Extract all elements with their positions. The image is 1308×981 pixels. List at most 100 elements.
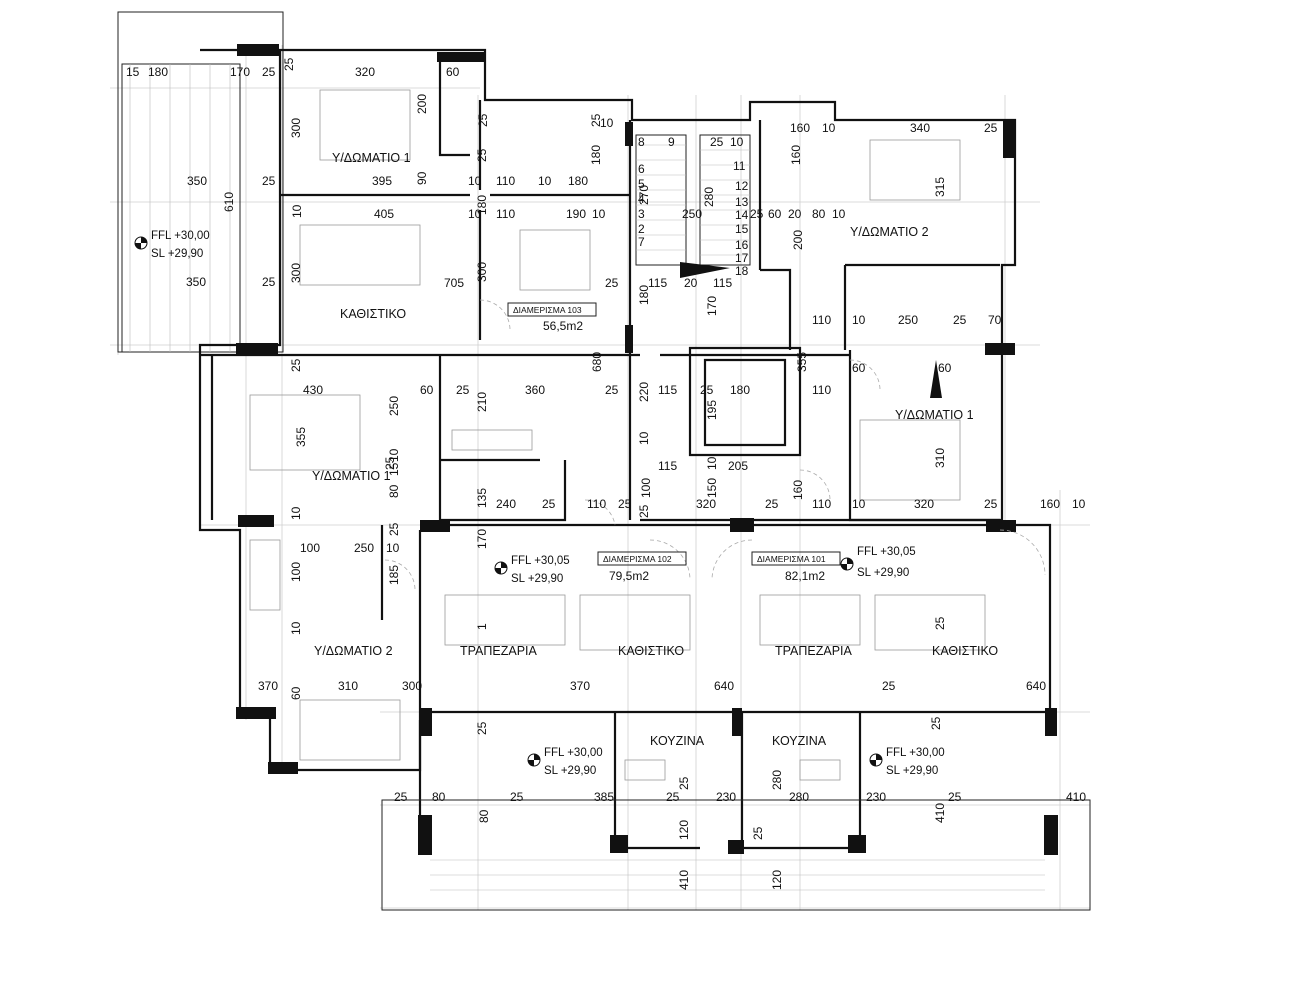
dimension-label: 10 (289, 506, 303, 520)
dimension-label: 14 (735, 208, 749, 222)
dimension-label: 180 (589, 145, 603, 165)
dimension-label: 10 (832, 207, 846, 221)
dimension-label: 200 (791, 230, 805, 250)
dimension-label: 80 (387, 484, 401, 498)
dimension-label: 17 (735, 251, 749, 265)
dimension-label: 110 (812, 383, 831, 397)
dimension-label: 180 (475, 195, 489, 215)
dimension-label: 190 (566, 207, 586, 221)
level-marker: FFL +30,05 SL +29,90 (840, 546, 916, 579)
dimension-label: 25 (637, 504, 651, 518)
dimension-label: 25 (618, 497, 632, 511)
dimension-label: 100 (639, 478, 653, 498)
dimension-label: 200 (415, 94, 429, 114)
apartment-area: 82,1m2 (785, 569, 825, 583)
dimension-label: 185 (387, 565, 401, 585)
apartment-area: 56,5m2 (543, 319, 583, 333)
dimension-label: 405 (374, 207, 394, 221)
level-markers: FFL +30,00 SL +29,90 FFL +30,05 SL +29,9… (134, 230, 945, 777)
dimension-label: 10 (538, 174, 552, 188)
dimension-label: 410 (933, 803, 947, 823)
ffl-label: FFL +30,00 (151, 230, 210, 242)
dimension-label: 90 (415, 171, 429, 185)
dimension-label: 2 (638, 222, 645, 236)
dimension-label: 25 (476, 113, 490, 127)
dimension-label: 340 (910, 121, 930, 135)
dimension-label: 705 (444, 276, 464, 290)
bottom-terrace (381, 799, 1091, 911)
walls (198, 48, 1052, 850)
ffl-label: FFL +30,05 (511, 555, 570, 567)
room-label: Υ/ΔΩΜΑΤΙΟ 1 (332, 151, 411, 165)
dimension-label: 110 (587, 497, 606, 511)
dimension-label: 350 (187, 174, 207, 188)
dimension-label: 15 (126, 65, 140, 79)
dimension-label: 100 (300, 541, 320, 555)
dimension-label: 280 (702, 187, 716, 207)
dimension-label: 60 (768, 207, 782, 221)
dimension-label: 10 (852, 497, 866, 511)
dimension-label: 7 (638, 235, 645, 249)
dimension-label: 25 (456, 383, 470, 397)
dimension-label: 300 (289, 263, 303, 283)
dimension-label: 110 (496, 174, 515, 188)
dimension-label: 640 (714, 679, 734, 693)
dimension-label: 680 (590, 352, 604, 372)
dimension-label: 60 (852, 361, 866, 375)
dimension-label: 25 (750, 207, 764, 221)
dimension-label: 25 (510, 790, 524, 804)
dimension-label: 150 (705, 478, 719, 498)
dimension-label: 160 (789, 145, 803, 165)
dimension-label: 205 (728, 459, 748, 473)
dimension-label: 18 (735, 264, 749, 278)
dimension-label: 80 (432, 790, 446, 804)
dimension-label: 10 (468, 174, 482, 188)
sl-label: SL +29,90 (886, 765, 938, 777)
dimension-label: 10 (730, 135, 744, 149)
dimension-label: 120 (677, 820, 691, 840)
dimension-label: 12 (735, 179, 749, 193)
room-label: Υ/ΔΩΜΑΤΙΟ 1 (895, 408, 974, 422)
dimension-label: 13 (735, 195, 749, 209)
dimension-label: 60 (446, 65, 460, 79)
apartment-name: ΔΙΑΜΕΡΙΣΜΑ 103 (513, 305, 582, 315)
room-label: ΤΡΑΠΕΖΑΡΙΑ (460, 644, 538, 658)
dimension-label: 355 (795, 352, 809, 372)
dimension-label: 10 (592, 207, 606, 221)
dimension-label: 410 (1066, 790, 1086, 804)
level-marker: FFL +30,00 SL +29,90 (527, 747, 603, 777)
dimension-label: 25 (666, 790, 680, 804)
dimension-label: 25 (984, 497, 998, 511)
dimension-label: 135 (475, 488, 489, 508)
apartment-labels: ΔΙΑΜΕΡΙΣΜΑ 103 56,5m2 ΔΙΑΜΕΡΙΣΜΑ 102 79,… (507, 302, 841, 583)
dimension-label: 230 (866, 790, 886, 804)
dimension-label: 25 (383, 456, 397, 470)
dimension-label: 1 (475, 623, 489, 630)
sl-label: SL +29,90 (511, 573, 563, 585)
dimension-label: 80 (812, 207, 826, 221)
dimension-label: 25 (933, 616, 947, 630)
dimension-label: 10 (705, 456, 719, 470)
dimension-label: 640 (1026, 679, 1046, 693)
dimension-label: 350 (186, 275, 206, 289)
dimension-label: 115 (713, 276, 732, 290)
dimension-label: 170 (230, 65, 250, 79)
dimension-label: 180 (148, 65, 168, 79)
dimension-label: 4 (638, 192, 645, 206)
dimension-label: 10 (600, 116, 614, 130)
dimension-label: 610 (222, 192, 236, 212)
dimension-label: 6 (638, 162, 645, 176)
dimension-label: 25 (542, 497, 556, 511)
dimension-label: 25 (710, 135, 724, 149)
dimension-label: 195 (705, 400, 719, 420)
dimension-label: 10 (290, 204, 304, 218)
room-label: Υ/ΔΩΜΑΤΙΟ 2 (850, 225, 929, 239)
apartment-area: 79,5m2 (609, 569, 649, 583)
room-label: ΚΑΘΙΣΤΙΚΟ (340, 307, 406, 321)
dimension-label: 320 (355, 65, 375, 79)
dimension-label: 180 (568, 174, 588, 188)
dimension-label: 25 (262, 275, 276, 289)
dimension-label: 16 (735, 238, 749, 252)
